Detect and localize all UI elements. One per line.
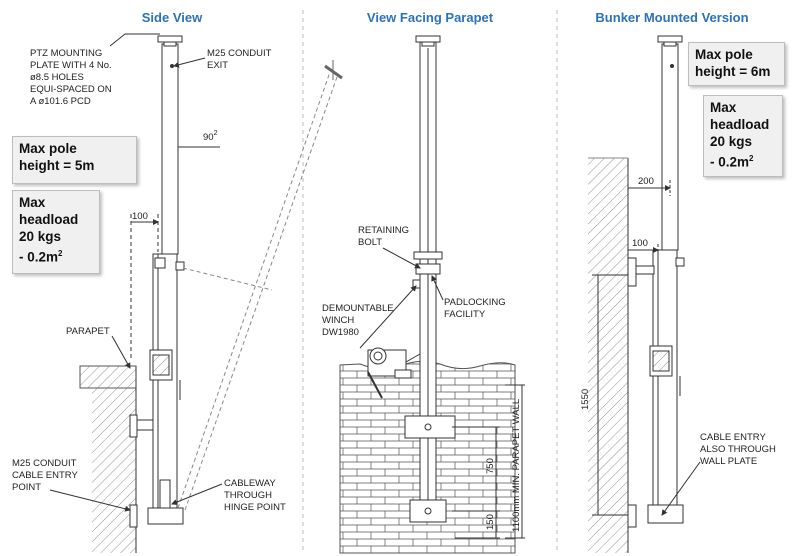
svg-text:EXIT: EXIT — [207, 60, 228, 71]
svg-text:PLATE WITH 4 No.: PLATE WITH 4 No. — [30, 60, 112, 71]
padlocking-label: PADLOCKING FACILITY — [444, 297, 506, 320]
svg-text:WALL PLATE: WALL PLATE — [700, 456, 757, 467]
side-view-drawing — [49, 33, 343, 553]
svg-text:A ø101.6 PCD: A ø101.6 PCD — [30, 96, 91, 107]
bunker-offset-200: 200 — [638, 176, 654, 187]
parapet-wall-dimension: 1100mm MIN. PARAPET WALL — [511, 399, 522, 532]
svg-text:CABLE ENTRY: CABLE ENTRY — [700, 432, 766, 443]
svg-text:CABLEWAY: CABLEWAY — [224, 478, 276, 489]
svg-text:M25 CONDUIT: M25 CONDUIT — [12, 458, 77, 469]
parapet-view-title: View Facing Parapet — [367, 10, 494, 25]
angle-dimension: 902 — [203, 130, 218, 143]
svg-text:PADLOCKING: PADLOCKING — [444, 297, 506, 308]
bunker-view-title: Bunker Mounted Version — [595, 10, 748, 25]
cable-entry-wall-label: CABLE ENTRY ALSO THROUGH WALL PLATE — [700, 432, 776, 467]
svg-text:WINCH: WINCH — [322, 315, 354, 326]
side-pole-height-callout: Max pole height = 5m — [12, 136, 137, 184]
svg-text:ALSO THROUGH: ALSO THROUGH — [700, 444, 776, 455]
bunker-height-1550: 1550 — [580, 389, 591, 410]
parapet-label: PARAPET — [66, 326, 110, 337]
side-m25-cable-entry-label: M25 CONDUIT CABLE ENTRY POINT — [12, 458, 78, 493]
svg-text:RETAINING: RETAINING — [358, 225, 409, 236]
side-cableway-label: CABLEWAY THROUGH HINGE POINT — [224, 478, 286, 513]
bunker-pole-height-callout: Max pole height = 6m — [688, 42, 785, 86]
svg-text:M25 CONDUIT: M25 CONDUIT — [207, 48, 272, 59]
retaining-bolt-label: RETAINING BOLT — [358, 225, 409, 248]
side-ptz-plate-label: PTZ MOUNTING PLATE WITH 4 No. ø8.5 HOLES… — [30, 48, 112, 107]
svg-text:THROUGH: THROUGH — [224, 490, 272, 501]
svg-text:HINGE POINT: HINGE POINT — [224, 502, 286, 513]
side-headload-callout: Max headload 20 kgs - 0.2m2 — [12, 190, 100, 274]
side-view-title: Side View — [142, 10, 203, 25]
parapet-view-drawing — [339, 35, 525, 554]
svg-text:BOLT: BOLT — [358, 237, 382, 248]
svg-text:PTZ MOUNTING: PTZ MOUNTING — [30, 48, 102, 59]
dimension-750: 750 — [485, 458, 496, 474]
bunker-offset-100: 100 — [632, 238, 648, 249]
dimension-150: 150 — [485, 514, 496, 530]
svg-text:ø8.5 HOLES: ø8.5 HOLES — [30, 72, 84, 83]
svg-text:CABLE ENTRY: CABLE ENTRY — [12, 470, 78, 481]
svg-text:DEMOUNTABLE: DEMOUNTABLE — [322, 303, 394, 314]
bunker-headload-callout: Max headload 20 kgs - 0.2m2 — [703, 95, 783, 177]
side-offset-dimension: 100 — [132, 211, 148, 222]
svg-text:EQUI-SPACED ON: EQUI-SPACED ON — [30, 84, 112, 95]
svg-text:FACILITY: FACILITY — [444, 309, 486, 320]
side-m25-exit-label: M25 CONDUIT EXIT — [207, 48, 272, 71]
svg-text:POINT: POINT — [12, 482, 41, 493]
winch-label: DEMOUNTABLE WINCH DW1980 — [322, 303, 394, 338]
svg-text:DW1980: DW1980 — [322, 327, 359, 338]
bunker-view-drawing — [588, 35, 701, 553]
